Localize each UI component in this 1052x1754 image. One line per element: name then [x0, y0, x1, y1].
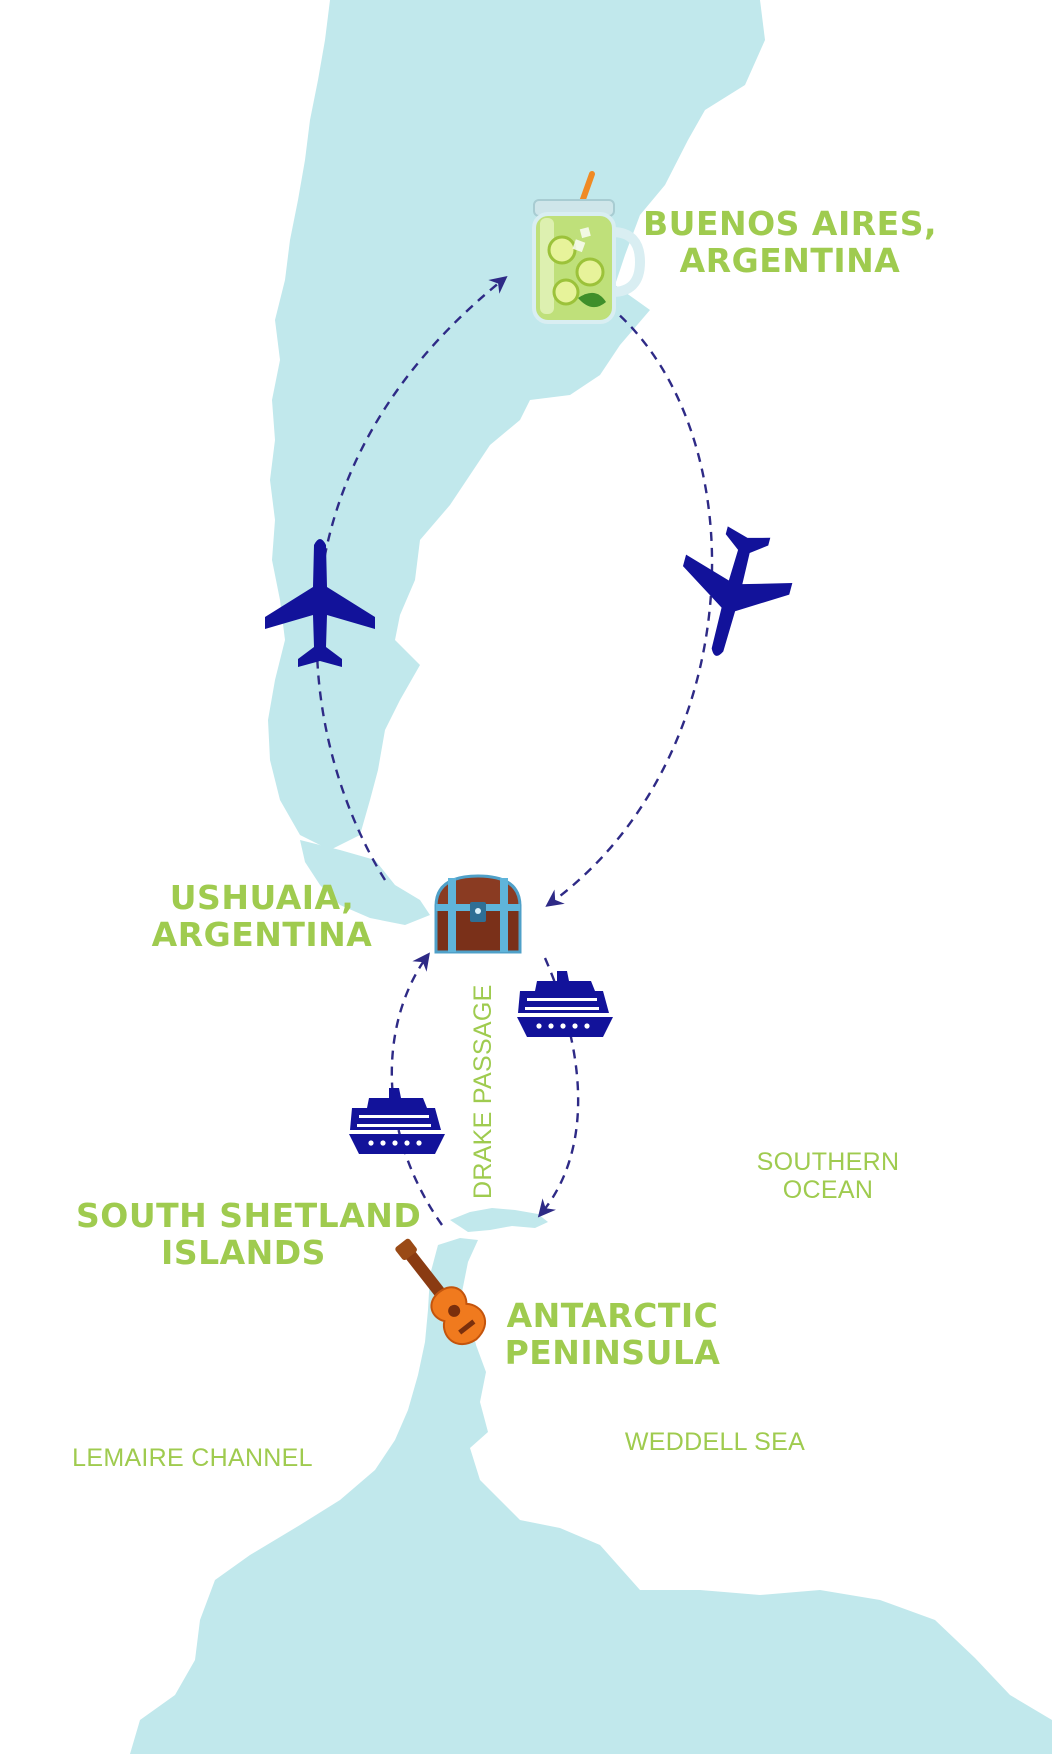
- antarctic-peninsula-line2: PENINSULA: [504, 1332, 721, 1372]
- cruise-ship-icon: [517, 971, 613, 1037]
- south-america-landmass: [268, 0, 765, 850]
- cruise-route-north: [390, 952, 443, 1226]
- weddell-sea-label: WEDDELL SEA: [624, 1428, 806, 1456]
- ushuaia-line1: USHUAIA,: [169, 878, 355, 917]
- antarctic-peninsula-line1: ANTARCTIC: [506, 1296, 719, 1335]
- cruise-ship-icon: [349, 1088, 445, 1154]
- buenos-aires-line1: BUENOS AIRES,: [643, 204, 937, 243]
- airplane-icon: [265, 539, 375, 667]
- southern-ocean-label: SOUTHERN OCEAN: [743, 1148, 913, 1204]
- drink-jar-icon: [532, 171, 646, 324]
- south-shetland-line2: ISLANDS: [161, 1232, 326, 1272]
- ukulele-icon: [395, 1238, 487, 1346]
- south-shetland-label: SOUTH SHETLAND ISLANDS: [76, 1196, 422, 1272]
- southern-ocean-line2: OCEAN: [782, 1176, 874, 1204]
- buenos-aires-line2: ARGENTINA: [679, 240, 901, 280]
- southern-ocean-line1: SOUTHERN: [756, 1148, 900, 1176]
- airplane-icon: [682, 526, 793, 656]
- south-shetland-islands: [450, 1208, 548, 1232]
- flight-route-south: [545, 304, 714, 907]
- ushuaia-label: USHUAIA, ARGENTINA: [132, 878, 392, 954]
- lemaire-channel-label: LEMAIRE CHANNEL: [72, 1444, 313, 1472]
- ushuaia-line2: ARGENTINA: [151, 914, 373, 954]
- treasure-chest-icon: [434, 874, 522, 954]
- antarctic-peninsula-label: ANTARCTIC PENINSULA: [490, 1296, 735, 1372]
- drake-passage-label: DRAKE PASSAGE: [469, 984, 497, 1199]
- tierra-del-fuego: [300, 840, 430, 925]
- antarctica-landmass: [130, 1238, 1052, 1754]
- buenos-aires-label: BUENOS AIRES, ARGENTINA: [640, 204, 940, 280]
- south-shetland-line1: SOUTH SHETLAND: [76, 1196, 422, 1235]
